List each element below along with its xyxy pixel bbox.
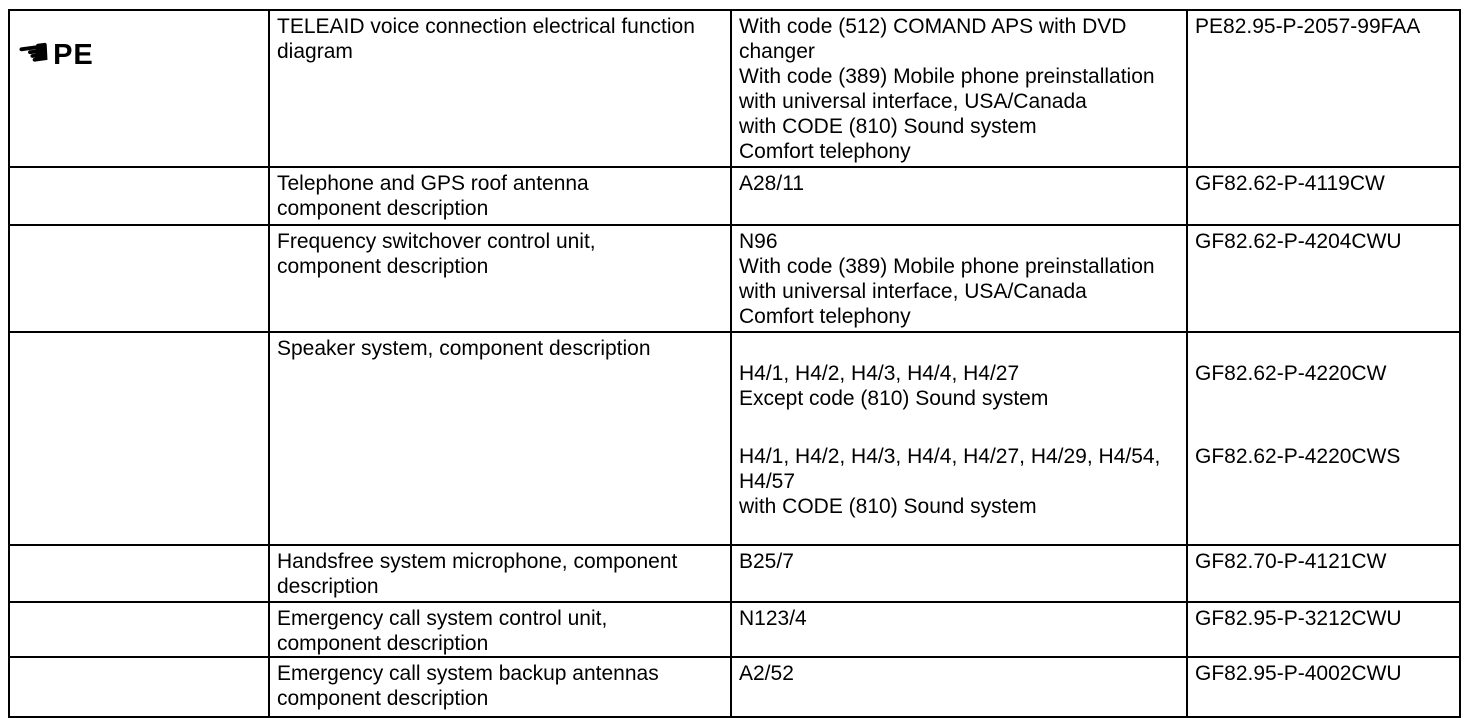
table-row: Frequency switchover control unit, compo… [8, 224, 1461, 333]
table-row: Telephone and GPS roof antenna component… [8, 166, 1461, 226]
pointing-hand-icon: ☚ [14, 30, 54, 78]
description-cell: Speaker system, component description [268, 331, 732, 546]
details-cell: A28/11 [730, 166, 1188, 226]
document-code-cell: GF82.70-P-4121CW [1186, 544, 1461, 603]
details-cell: With code (512) COMAND APS with DVD chan… [730, 9, 1188, 168]
description-cell: TELEAID voice connection electrical func… [268, 9, 732, 168]
marker-cell [8, 656, 270, 718]
description-cell: Handsfree system microphone, component d… [268, 544, 732, 603]
description-cell: Telephone and GPS roof antenna component… [268, 166, 732, 226]
document-code-cell: GF82.62-P-4119CW [1186, 166, 1461, 226]
details-group: H4/1, H4/2, H4/3, H4/4, H4/27 Except cod… [739, 362, 1049, 410]
document-code-cell: PE82.95-P-2057-99FAA [1186, 9, 1461, 168]
details-cell: H4/1, H4/2, H4/3, H4/4, H4/27 Except cod… [730, 331, 1188, 546]
marker-label: PE [53, 39, 94, 71]
table-row: Emergency call system backup antennas co… [8, 656, 1461, 718]
details-group: H4/1, H4/2, H4/3, H4/4, H4/27, H4/29, H4… [739, 445, 1161, 518]
marker-cell: ☚PE [8, 9, 270, 168]
document-code-cell: GF82.95-P-4002CWU [1186, 656, 1461, 718]
document-code-cell: GF82.62-P-4220CW GF82.62-P-4220CWS [1186, 331, 1461, 546]
document-code-cell: GF82.62-P-4204CWU [1186, 224, 1461, 333]
marker-cell [8, 331, 270, 546]
details-cell: B25/7 [730, 544, 1188, 603]
details-cell: N123/4 [730, 601, 1188, 658]
marker-cell [8, 601, 270, 658]
description-cell: Emergency call system backup antennas co… [268, 656, 732, 718]
document-code-cell: GF82.95-P-3212CWU [1186, 601, 1461, 658]
table-row: Handsfree system microphone, component d… [8, 544, 1461, 603]
table-row: Speaker system, component description H4… [8, 331, 1461, 546]
marker-cell [8, 544, 270, 603]
details-cell: A2/52 [730, 656, 1188, 718]
document-table: ☚PE TELEAID voice connection electrical … [8, 9, 1461, 718]
document-code: GF82.62-P-4220CW [1195, 362, 1387, 385]
details-cell: N96 With code (389) Mobile phone preinst… [730, 224, 1188, 333]
table-row: ☚PE TELEAID voice connection electrical … [8, 9, 1461, 168]
description-cell: Emergency call system control unit, comp… [268, 601, 732, 658]
marker-cell [8, 224, 270, 333]
table-row: Emergency call system control unit, comp… [8, 601, 1461, 658]
marker-cell [8, 166, 270, 226]
document-code: GF82.62-P-4220CWS [1195, 445, 1401, 468]
description-cell: Frequency switchover control unit, compo… [268, 224, 732, 333]
